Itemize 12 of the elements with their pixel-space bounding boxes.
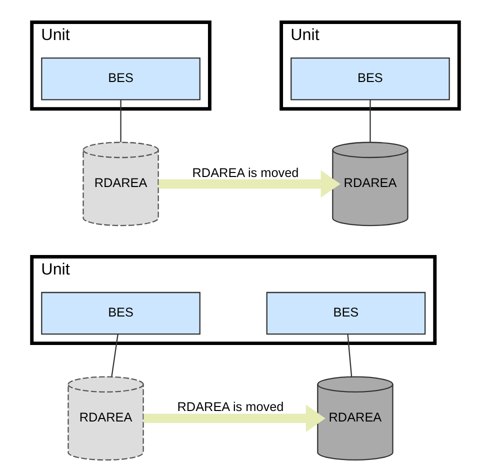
- connector: [370, 100, 371, 142]
- node-box: BES: [41, 58, 200, 100]
- connector: [347, 334, 352, 377]
- arrow: [144, 404, 326, 432]
- node-box: BES: [266, 292, 426, 335]
- node-box: BES: [41, 292, 200, 335]
- connector: [111, 334, 118, 377]
- arrow: [158, 170, 340, 198]
- edge-label: RDAREA is moved: [177, 400, 284, 414]
- connector: [120, 100, 122, 142]
- edge-label: RDAREA is moved: [192, 166, 299, 180]
- node-box: BES: [290, 58, 450, 100]
